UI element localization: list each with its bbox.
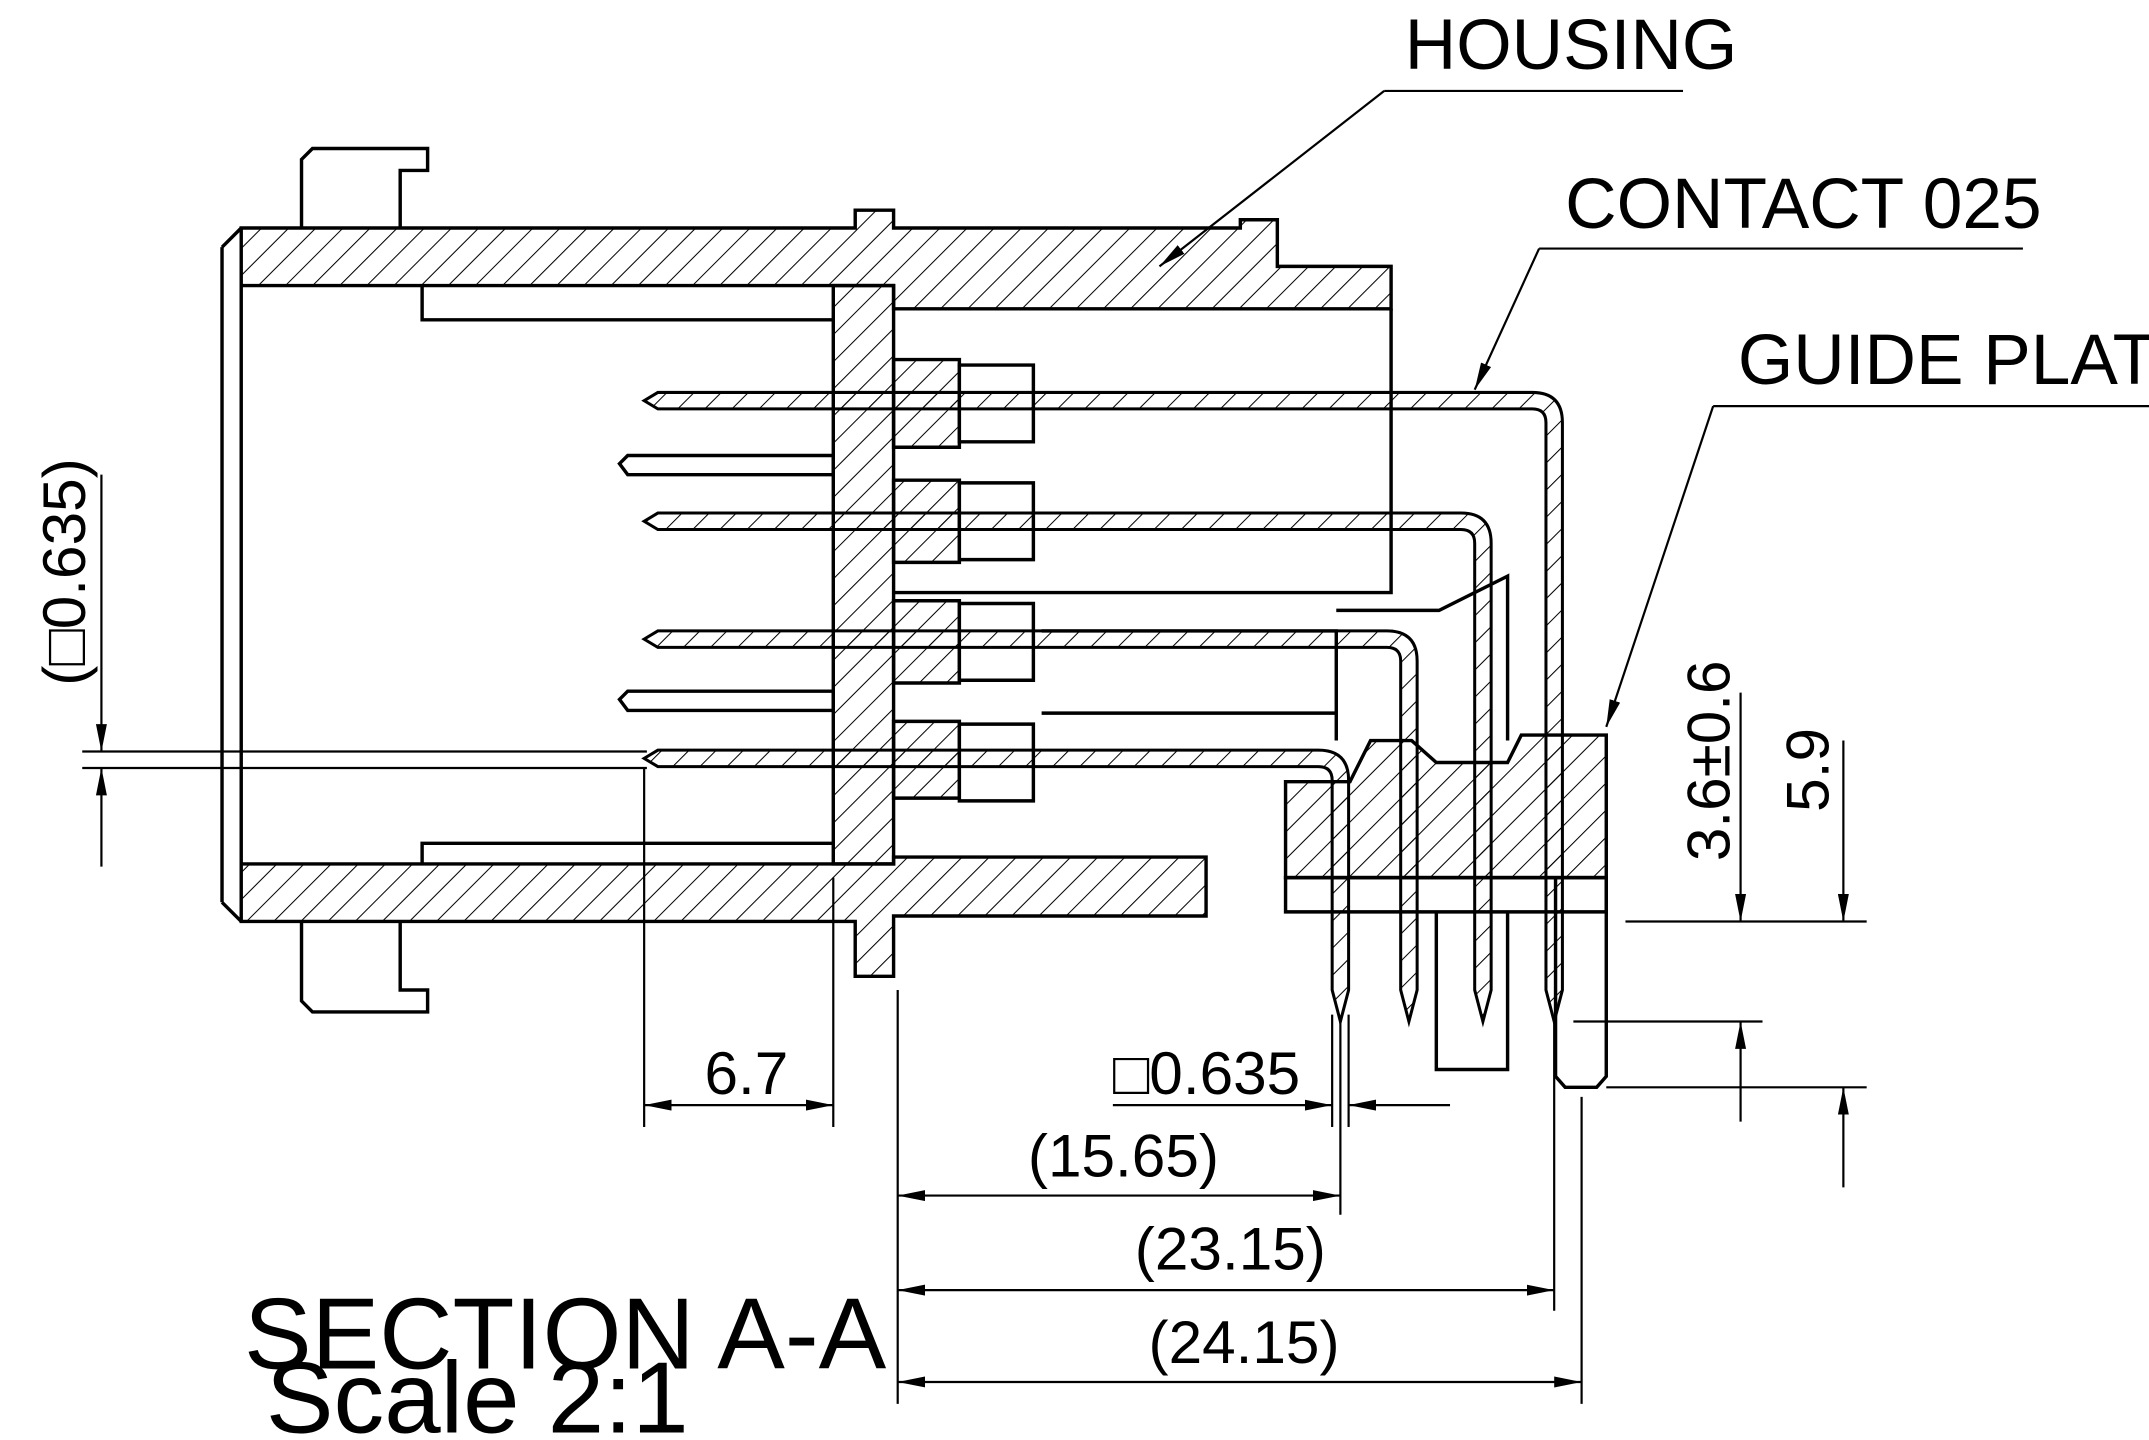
section-title: SECTION A-A Scale 2:1	[244, 1277, 887, 1440]
guide-plate-label: GUIDE PLATE	[1738, 320, 2149, 400]
dimensions: (□0.635) 6.7 □0.635 (15.65) (23.15) (24.…	[30, 458, 1867, 1404]
dim-23-15: (23.15)	[1135, 1215, 1326, 1283]
dim-3-6: 3.6±0.6	[1675, 660, 1743, 861]
scale-label: Scale 2:1	[266, 1342, 689, 1440]
housing-label: HOUSING	[1405, 5, 1738, 85]
section-label: SECTION A-A	[244, 1277, 887, 1390]
dim-pitch-vertical: (□0.635)	[30, 458, 98, 685]
dim-15-65: (15.65)	[1028, 1121, 1219, 1189]
dim-6-7: 6.7	[704, 1039, 788, 1107]
callouts: HOUSING CONTACT 025 GUIDE PLATE	[1158, 5, 2149, 728]
dim-pin-square: □0.635	[1113, 1039, 1300, 1107]
contact-label: CONTACT 025	[1565, 164, 2041, 244]
guide-plate	[1283, 573, 1608, 1090]
contact-pins	[617, 390, 1564, 1028]
housing-body	[220, 146, 1393, 1014]
dim-5-9: 5.9	[1773, 728, 1841, 812]
dim-24-15: (24.15)	[1149, 1308, 1340, 1376]
